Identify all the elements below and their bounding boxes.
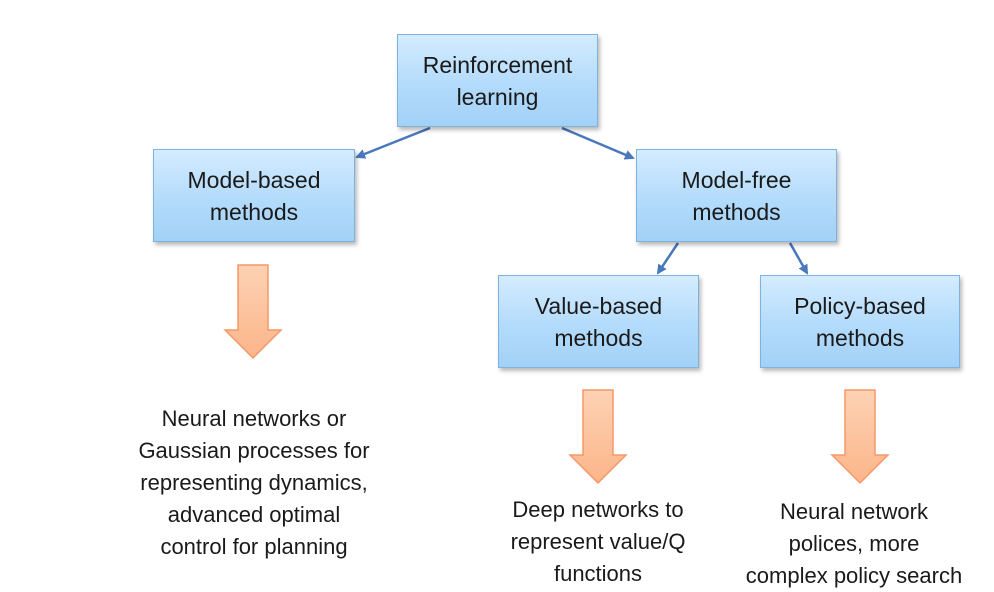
note-value-based: Deep networks to represent value/Q funct… [510, 497, 686, 586]
edge-model-free-to-value-based [656, 242, 680, 275]
note-policy-based: Neural network polices, more complex pol… [745, 499, 963, 588]
edge-root-to-model-free [561, 126, 635, 160]
node-model-based-methods: Model-based methods [153, 149, 355, 242]
edge-root-to-model-based [355, 126, 431, 159]
block-arrow-value-based [568, 389, 628, 485]
edge-model-free-to-policy-based [788, 242, 809, 275]
node-value-based-methods: Value-based methods [498, 275, 699, 368]
block-arrow-model-based [223, 264, 283, 360]
node-reinforcement-learning: Reinforcement learning [397, 34, 598, 127]
note-model-based: Neural networks or Gaussian processes fo… [138, 406, 370, 559]
block-arrow-policy-based [830, 389, 890, 485]
node-model-free-methods: Model-free methods [636, 149, 837, 242]
node-policy-based-methods: Policy-based methods [760, 275, 960, 368]
